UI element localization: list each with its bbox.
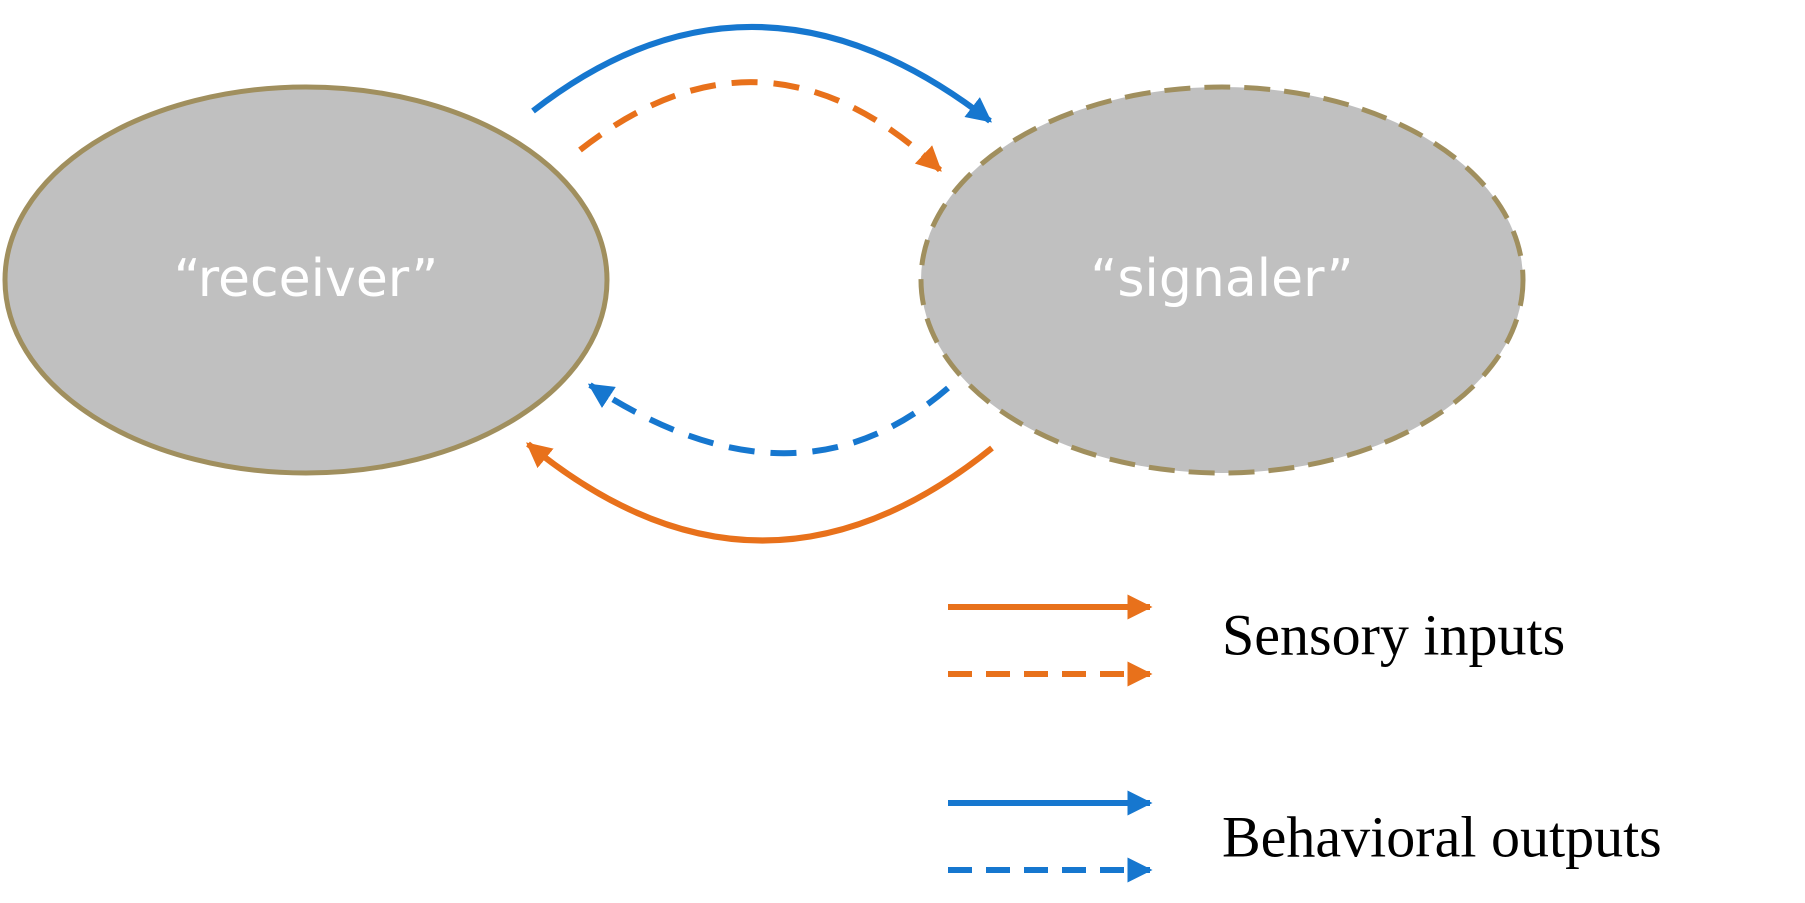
sensory-input-arrow-signaler-to-receiver [526, 441, 994, 544]
legend-sensory-label: Sensory inputs [1222, 602, 1565, 667]
signaler-label: “signaler” [1090, 249, 1353, 309]
legend-behavioral-outputs: Behavioral outputs [948, 790, 1662, 883]
legend: Sensory inputs Behavioral outputs [948, 594, 1662, 883]
legend-behavioral-label: Behavioral outputs [1222, 804, 1662, 869]
legend-sensory-inputs: Sensory inputs [948, 594, 1565, 687]
signaler-node: “signaler” [918, 84, 1526, 476]
signaler-ellipse [918, 84, 1526, 476]
sensory-input-arrow-receiver-to-signaler [578, 79, 943, 173]
behavioral-output-arrow-receiver-to-signaler [531, 24, 992, 124]
receiver-node: “receiver” [2, 84, 610, 476]
receiver-ellipse [2, 84, 610, 476]
behavioral-output-arrow-signaler-to-receiver [587, 382, 950, 457]
receiver-label: “receiver” [174, 249, 439, 309]
